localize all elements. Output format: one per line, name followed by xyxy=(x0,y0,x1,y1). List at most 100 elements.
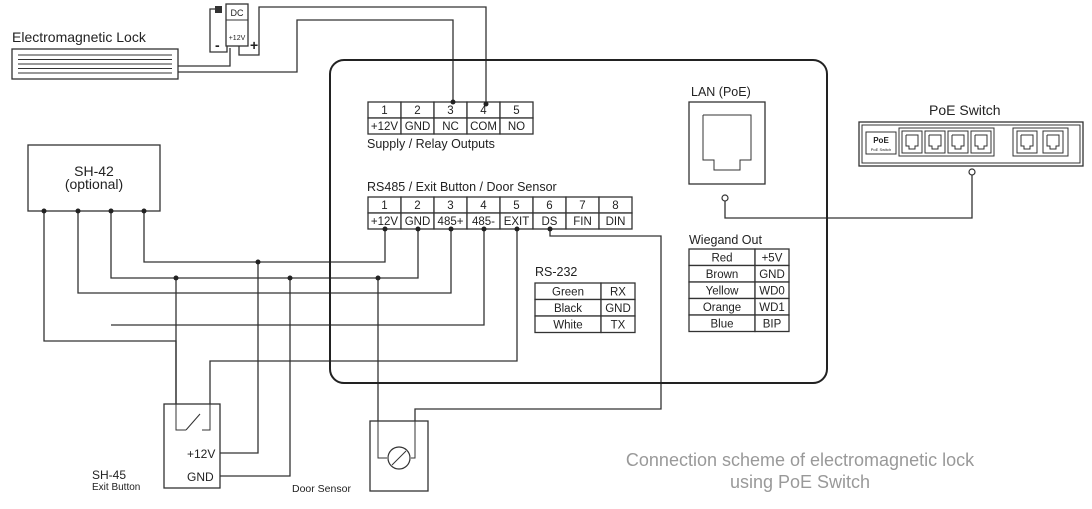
rj45-port-icon xyxy=(1016,130,1038,154)
lock-label: Electromagnetic Lock xyxy=(12,29,147,45)
caption-line1: Connection scheme of electromagnetic loc… xyxy=(626,450,975,470)
poe-switch-title: PoE Switch xyxy=(929,102,1001,118)
sh45-title: SH-45 xyxy=(92,468,126,482)
rs485-pin-number: 7 xyxy=(579,200,585,212)
switch-ports xyxy=(898,127,1069,157)
door-sensor-label: Door Sensor xyxy=(292,483,351,495)
rs485-pin-number: 2 xyxy=(414,200,420,212)
wire-485minus-bus xyxy=(111,229,485,326)
rs485-pin-number: 6 xyxy=(546,200,552,212)
sh45-12v: +12V xyxy=(187,447,215,461)
sh45-exit-button: +12V GND SH-45 Exit Button xyxy=(92,403,221,493)
rs485-pin-label: DS xyxy=(542,216,558,228)
supply-pin-number: 4 xyxy=(480,105,487,117)
supply-pin-label: NO xyxy=(508,121,525,133)
sh42-box xyxy=(27,144,161,212)
wire-sh42-2 xyxy=(77,211,452,294)
supply-pin-label: GND xyxy=(405,121,431,133)
rs485-pin-number: 4 xyxy=(480,200,487,212)
supply-pin-label: +12V xyxy=(371,121,399,133)
rj45-slot-icon xyxy=(928,134,942,150)
wiegand-wire-color: Blue xyxy=(710,319,733,331)
rs232-wire-color: Green xyxy=(552,287,584,299)
wiegand-wire-color: Brown xyxy=(706,269,739,281)
caption: Connection scheme of electromagnetic loc… xyxy=(626,450,975,492)
wiegand-signal: GND xyxy=(759,269,785,281)
wire-sh42-4 xyxy=(143,211,386,263)
caption-line2: using PoE Switch xyxy=(730,472,870,492)
rj45-slot-icon xyxy=(1046,134,1060,150)
rj45-icon xyxy=(702,114,752,171)
rs485-pin-number: 8 xyxy=(612,200,618,212)
rs232-wire-color: White xyxy=(553,320,582,332)
rj45-port-icon xyxy=(1042,130,1064,154)
poe-badge xyxy=(865,131,897,155)
wires xyxy=(43,6,973,477)
lan-title: LAN (PoE) xyxy=(691,85,751,99)
poe-port-group xyxy=(898,127,995,157)
rj45-slot-icon xyxy=(1020,134,1034,150)
dc-volt: +12V xyxy=(229,35,246,42)
rs232-signal: TX xyxy=(611,320,626,332)
wire-sh42-1 xyxy=(43,211,177,430)
electromagnetic-lock: Electromagnetic Lock DC +12V - + xyxy=(11,3,258,80)
wiegand-cell-signal xyxy=(754,314,790,333)
sh42-subtitle: (optional) xyxy=(65,176,123,192)
supply-pin-number: 2 xyxy=(414,105,420,117)
wiegand-wire-color: Yellow xyxy=(706,286,740,298)
poe-badge-sub: PoE Switch xyxy=(871,147,891,152)
rs485-pin-number: 5 xyxy=(513,200,519,212)
supply-pin-label: NC xyxy=(442,121,459,133)
wire-dc-plug xyxy=(209,8,228,53)
rj45-port-icon xyxy=(947,130,969,154)
supply-title: Supply / Relay Outputs xyxy=(367,137,495,151)
lock-plus: + xyxy=(250,37,258,53)
wire-lock-minus xyxy=(177,48,231,67)
wire-lock-nc xyxy=(177,19,454,102)
wiegand-signal: BIP xyxy=(763,319,782,331)
dc-plug-icon xyxy=(215,6,222,13)
wire-lock-plus-com xyxy=(238,6,487,104)
supply-pin-number: 5 xyxy=(513,105,519,117)
controller-board xyxy=(329,59,828,384)
wire-lan xyxy=(724,172,973,219)
sh42-title: SH-42 xyxy=(74,163,114,179)
lan-connector xyxy=(721,194,729,202)
sh45-gnd: GND xyxy=(187,470,214,484)
rj45-slot-icon xyxy=(905,134,919,150)
sh45-subtitle: Exit Button xyxy=(92,482,140,493)
rs232-title: RS-232 xyxy=(535,265,577,279)
dc-adapter xyxy=(225,3,249,47)
rj45-slot-icon xyxy=(974,134,988,150)
switch-connector xyxy=(968,168,976,176)
wire-sh42-3 xyxy=(110,211,419,279)
rj45-slot-icon xyxy=(951,134,965,150)
rs485-pin-number: 1 xyxy=(381,200,387,212)
rs485-pin-label: FIN xyxy=(573,216,592,228)
lock-stripes xyxy=(18,54,172,74)
rs485-pin-label: DIN xyxy=(606,216,626,228)
door-sensor: Door Sensor xyxy=(292,420,429,495)
wiegand-wire-color: Red xyxy=(711,253,732,265)
supply-pin-number: 1 xyxy=(381,105,387,117)
sh42-module: SH-42 (optional) xyxy=(27,144,161,212)
supply-cell-pin xyxy=(499,117,534,135)
rs485-pin-label: GND xyxy=(405,216,431,228)
dc-label: DC xyxy=(231,8,244,18)
rj45-port-icon xyxy=(970,130,992,154)
lan-jack xyxy=(688,101,766,185)
rs485-terminal: RS485 / Exit Button / Door Sensor 1+12V2… xyxy=(367,180,633,230)
wiegand-signal: +5V xyxy=(762,253,783,265)
rs485-pin-number: 3 xyxy=(447,200,453,212)
rs485-pin-label: 485+ xyxy=(438,216,464,228)
supply-pin-number: 3 xyxy=(447,105,453,117)
wiegand-title: Wiegand Out xyxy=(689,233,762,247)
wiegand-signal: WD1 xyxy=(759,302,785,314)
wire-exit xyxy=(209,229,518,404)
supply-pin-label: COM xyxy=(470,121,497,133)
rs485-pin-label: EXIT xyxy=(504,216,530,228)
